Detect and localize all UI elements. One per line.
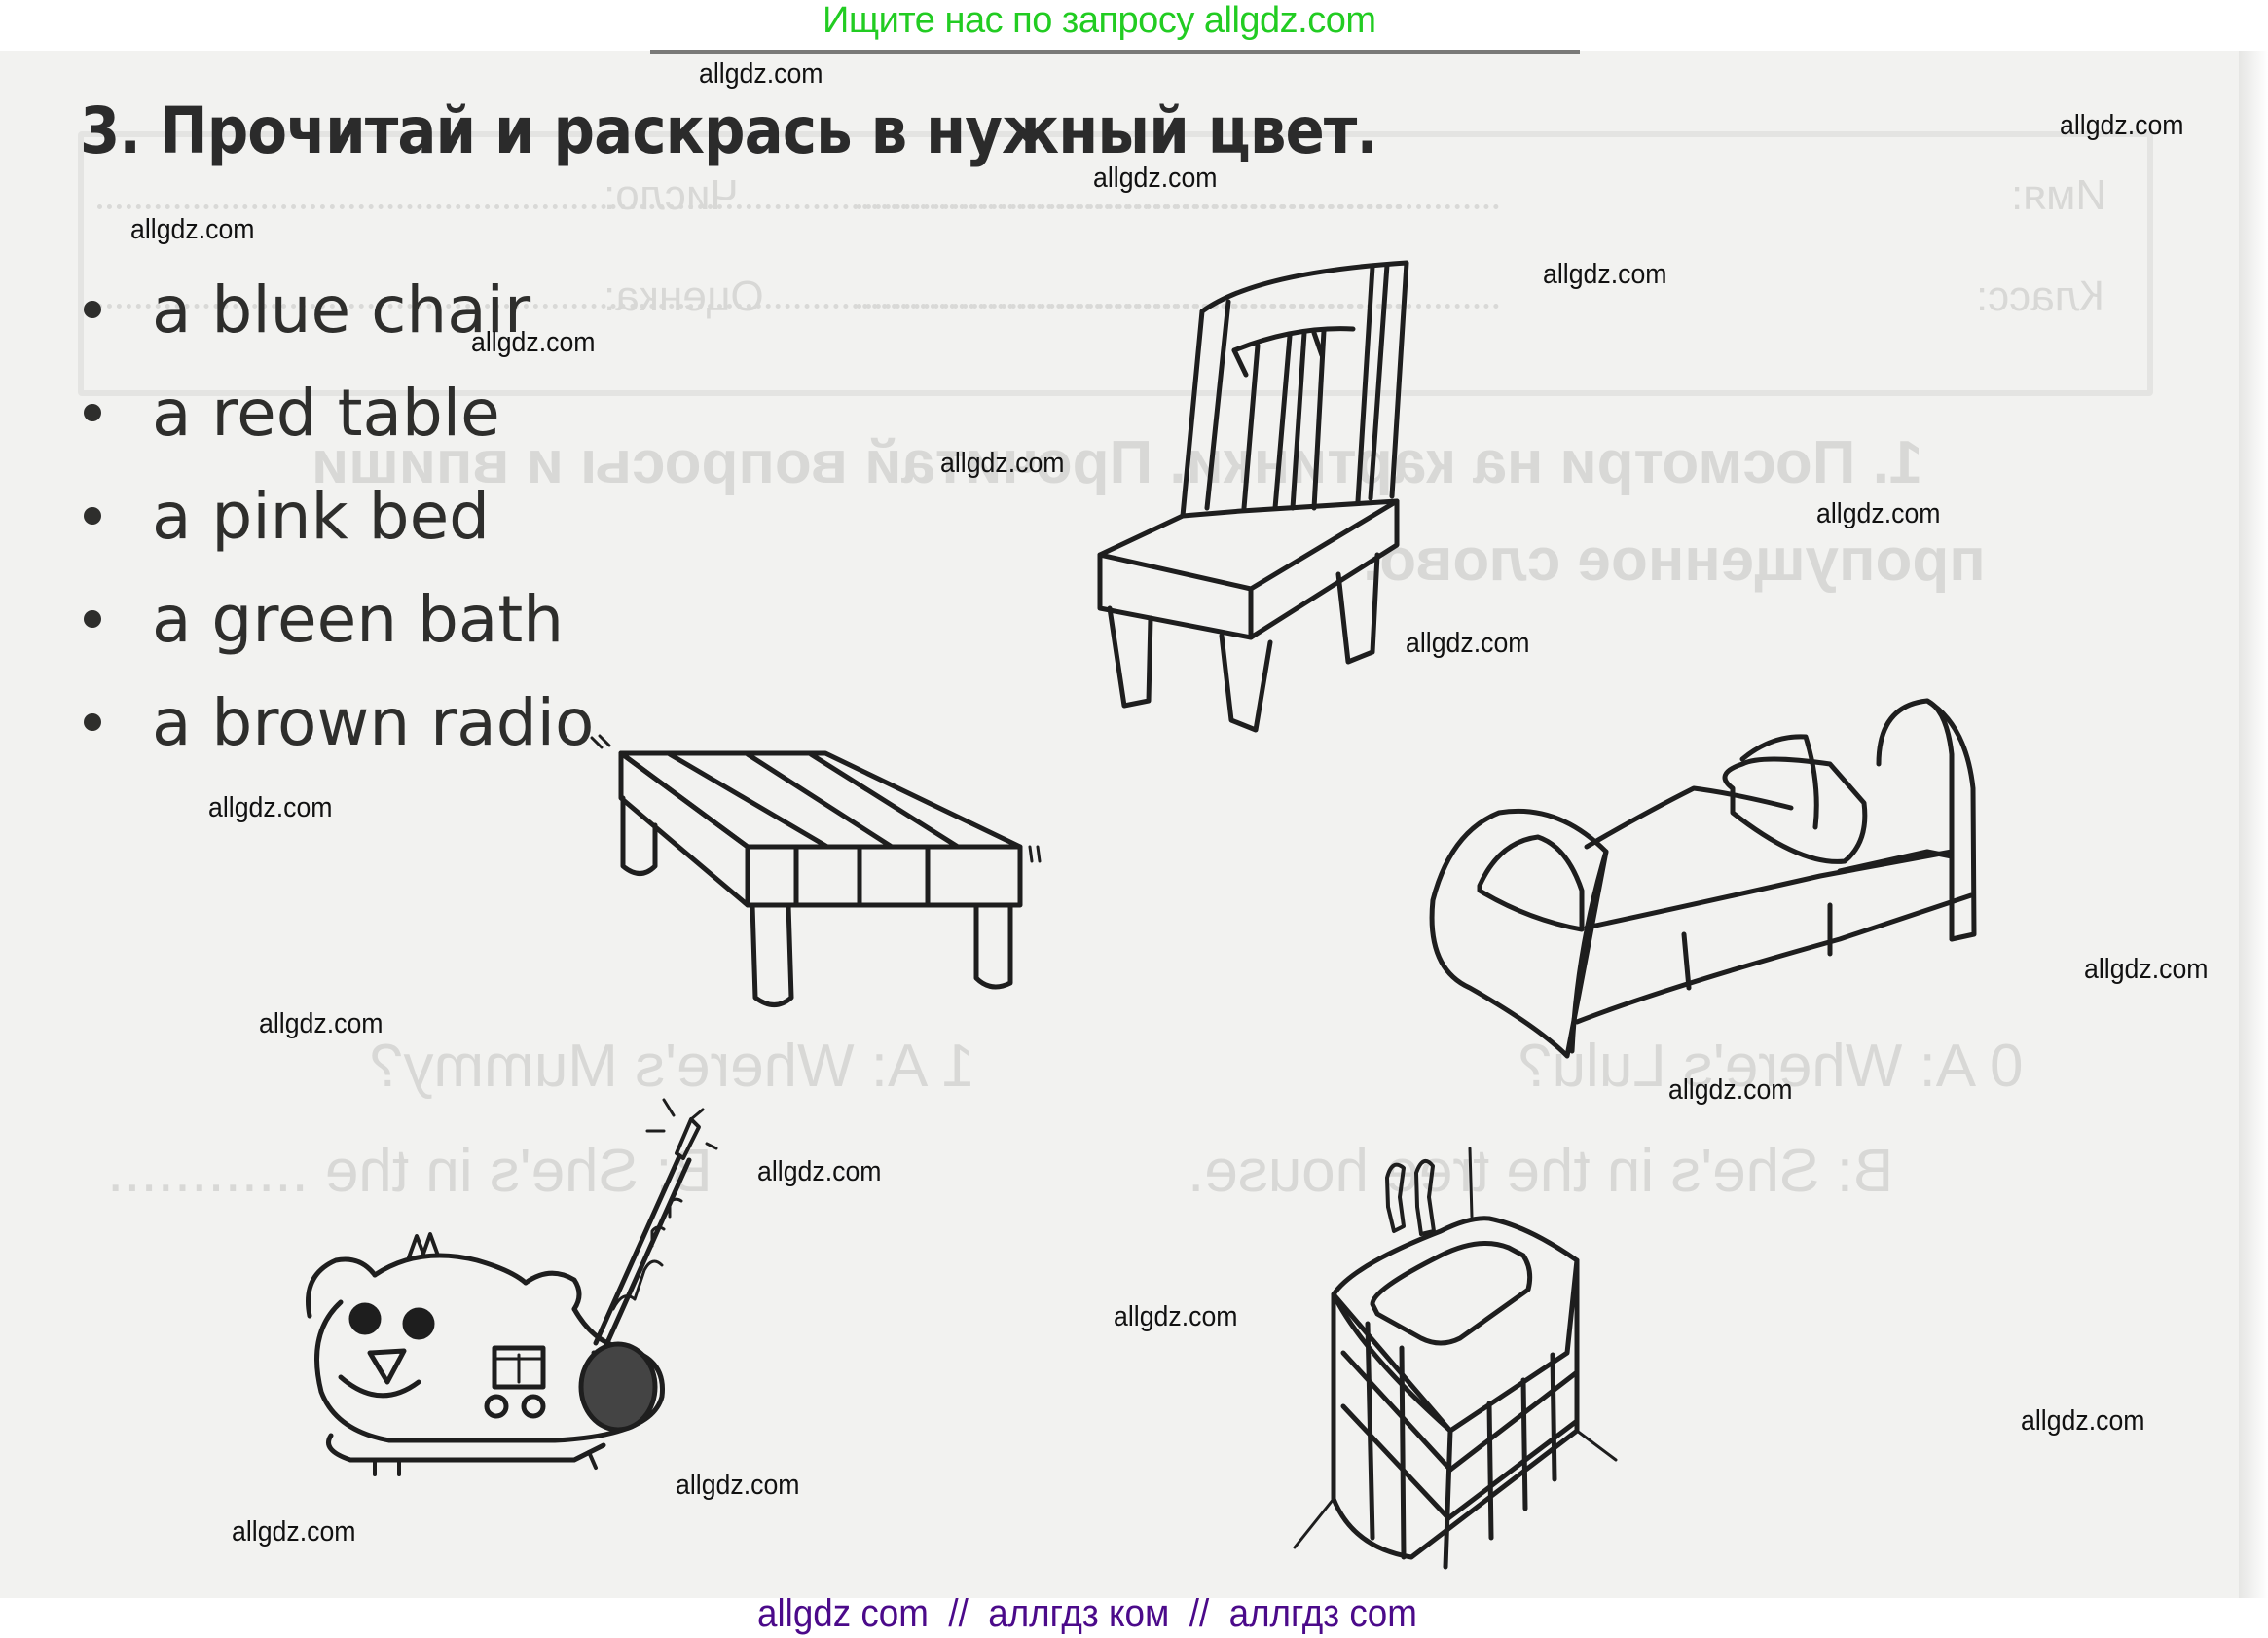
ghost-dotted-line <box>97 204 1402 209</box>
watermark-text: allgdz.com <box>1543 259 1667 290</box>
item-text: a pink bed <box>152 478 491 554</box>
watermark-text: allgdz.com <box>1093 163 1218 194</box>
item-text: a green bath <box>152 581 565 657</box>
bear-radio-drawing-icon[interactable] <box>282 1098 788 1518</box>
bullet-icon <box>84 610 101 628</box>
ghost-task-line2: пропущенное слово. <box>1363 527 1986 594</box>
ghost-form-box <box>78 131 2153 396</box>
watermark-text: allgdz.com <box>1816 498 1941 529</box>
ghost-grade-label: Оценка: <box>604 273 764 320</box>
list-item-radio: a brown radio <box>84 671 594 774</box>
watermark-text: allgdz.com <box>2084 954 2209 985</box>
ghost-dotted-line <box>857 304 1499 309</box>
watermark-text: allgdz.com <box>699 58 823 90</box>
list-item-table: a red table <box>84 361 594 464</box>
watermark-text: allgdz.com <box>1668 1074 1793 1106</box>
bullet-icon <box>84 404 101 421</box>
table-drawing-icon[interactable] <box>590 734 1225 1041</box>
watermark-text: allgdz.com <box>1406 628 1530 659</box>
ghost-name-label: Имя: <box>2011 171 2106 219</box>
watermark-text: allgdz.com <box>2060 110 2184 141</box>
item-text: a brown radio <box>152 684 595 760</box>
chair-drawing-icon[interactable] <box>1061 253 1431 733</box>
ghost-q1-a: 1 A: Where's Mummy? <box>370 1033 975 1100</box>
color-instruction-list: a blue chair a red table a pink bed a gr… <box>84 258 594 774</box>
page-binding-edge <box>2239 51 2268 1598</box>
bathtub-drawing-icon[interactable] <box>1293 1139 1801 1577</box>
bullet-icon <box>84 301 101 318</box>
watermark-text: allgdz.com <box>471 327 596 358</box>
bottom-watermark-banner: allgdz com // аллгдз ком // аллгдз com <box>0 1592 2268 1638</box>
list-item-chair: a blue chair <box>84 258 594 361</box>
scan-edge-rule <box>650 50 1580 54</box>
item-text: a red table <box>152 375 500 451</box>
watermark-text: allgdz.com <box>208 792 333 823</box>
watermark-text: allgdz.com <box>2021 1405 2145 1437</box>
watermark-text: allgdz.com <box>676 1470 800 1501</box>
exercise-title: 3. Прочитай и раскрась в нужный цвет. <box>80 93 1378 168</box>
watermark-text: allgdz.com <box>1114 1301 1238 1332</box>
watermark-text: allgdz.com <box>130 214 255 245</box>
ghost-number-label: Число: <box>604 171 739 219</box>
ghost-dotted-line <box>857 204 1499 209</box>
watermark-text: allgdz.com <box>757 1156 882 1187</box>
item-text: a blue chair <box>152 272 531 347</box>
bullet-icon <box>84 713 101 731</box>
bed-drawing-icon[interactable] <box>1421 696 2122 1059</box>
watermark-text: allgdz.com <box>259 1008 384 1039</box>
bottom-banner-text: allgdz com // аллгдз ком // аллгдз com <box>757 1592 1417 1635</box>
list-item-bath: a green bath <box>84 567 594 671</box>
top-banner-text: Ищите нас по запросу allgdz.com <box>823 0 1376 41</box>
list-item-bed: a pink bed <box>84 464 594 567</box>
top-watermark-banner: Ищите нас по запросу allgdz.com <box>0 0 2268 51</box>
watermark-text: allgdz.com <box>232 1516 356 1547</box>
bullet-icon <box>84 507 101 525</box>
ghost-class-label: Класс: <box>1976 273 2104 320</box>
watermark-text: allgdz.com <box>940 448 1065 479</box>
ghost-dotted-line <box>97 304 1402 309</box>
